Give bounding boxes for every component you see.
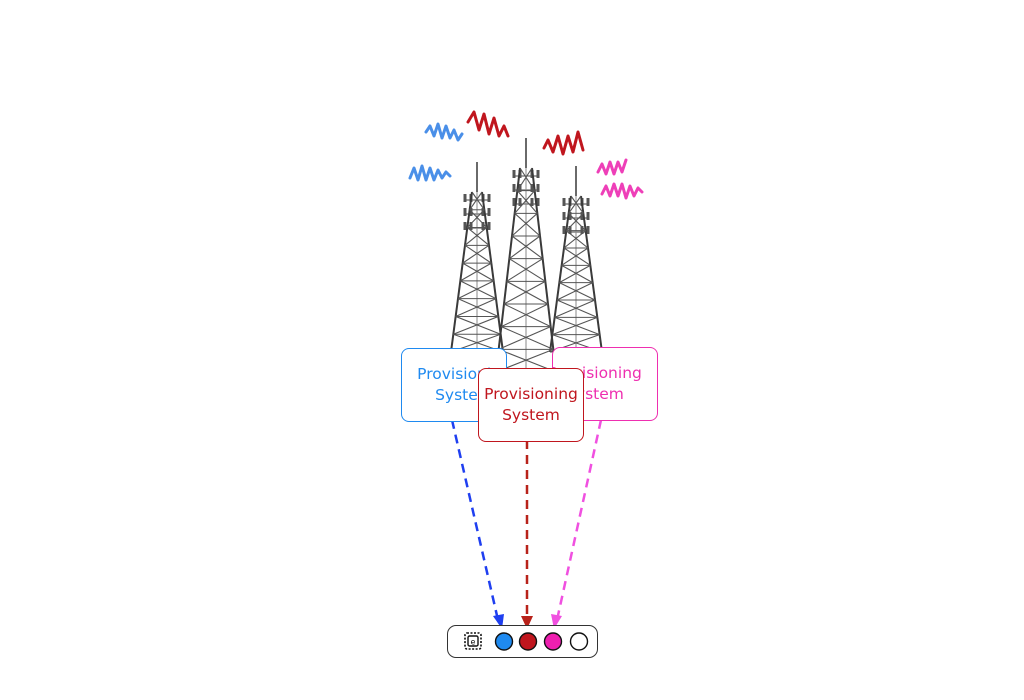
- cell-tower-icon: [450, 162, 504, 353]
- slot-red: [518, 632, 538, 651]
- device-tray: e: [447, 625, 598, 658]
- arrow-blue: [450, 419, 500, 621]
- signal-wave-icon: [542, 130, 585, 156]
- cell-tower-icon: [495, 138, 557, 373]
- signal-wave-icon: [600, 182, 644, 200]
- provisioning-box-red: Provisioning System: [478, 368, 584, 442]
- sim-chip-icon: e: [464, 632, 482, 650]
- slot-pink: [543, 632, 563, 651]
- slot-empty: [569, 632, 589, 651]
- arrowhead-red: [521, 616, 533, 629]
- provisioning-box-label: Provisioning System: [484, 385, 578, 424]
- arrow-pink: [555, 419, 603, 621]
- signal-wave-icon: [424, 122, 464, 142]
- cell-tower-icon: [549, 166, 603, 353]
- signal-wave-icon: [408, 164, 452, 182]
- signal-wave-icon: [596, 158, 628, 176]
- slot-blue: [494, 632, 514, 651]
- provisioning-arrows: [450, 419, 603, 629]
- signal-wave-icon: [466, 110, 510, 138]
- svg-text:e: e: [471, 638, 476, 647]
- signal-waves: [408, 110, 644, 200]
- cell-towers: [450, 138, 603, 373]
